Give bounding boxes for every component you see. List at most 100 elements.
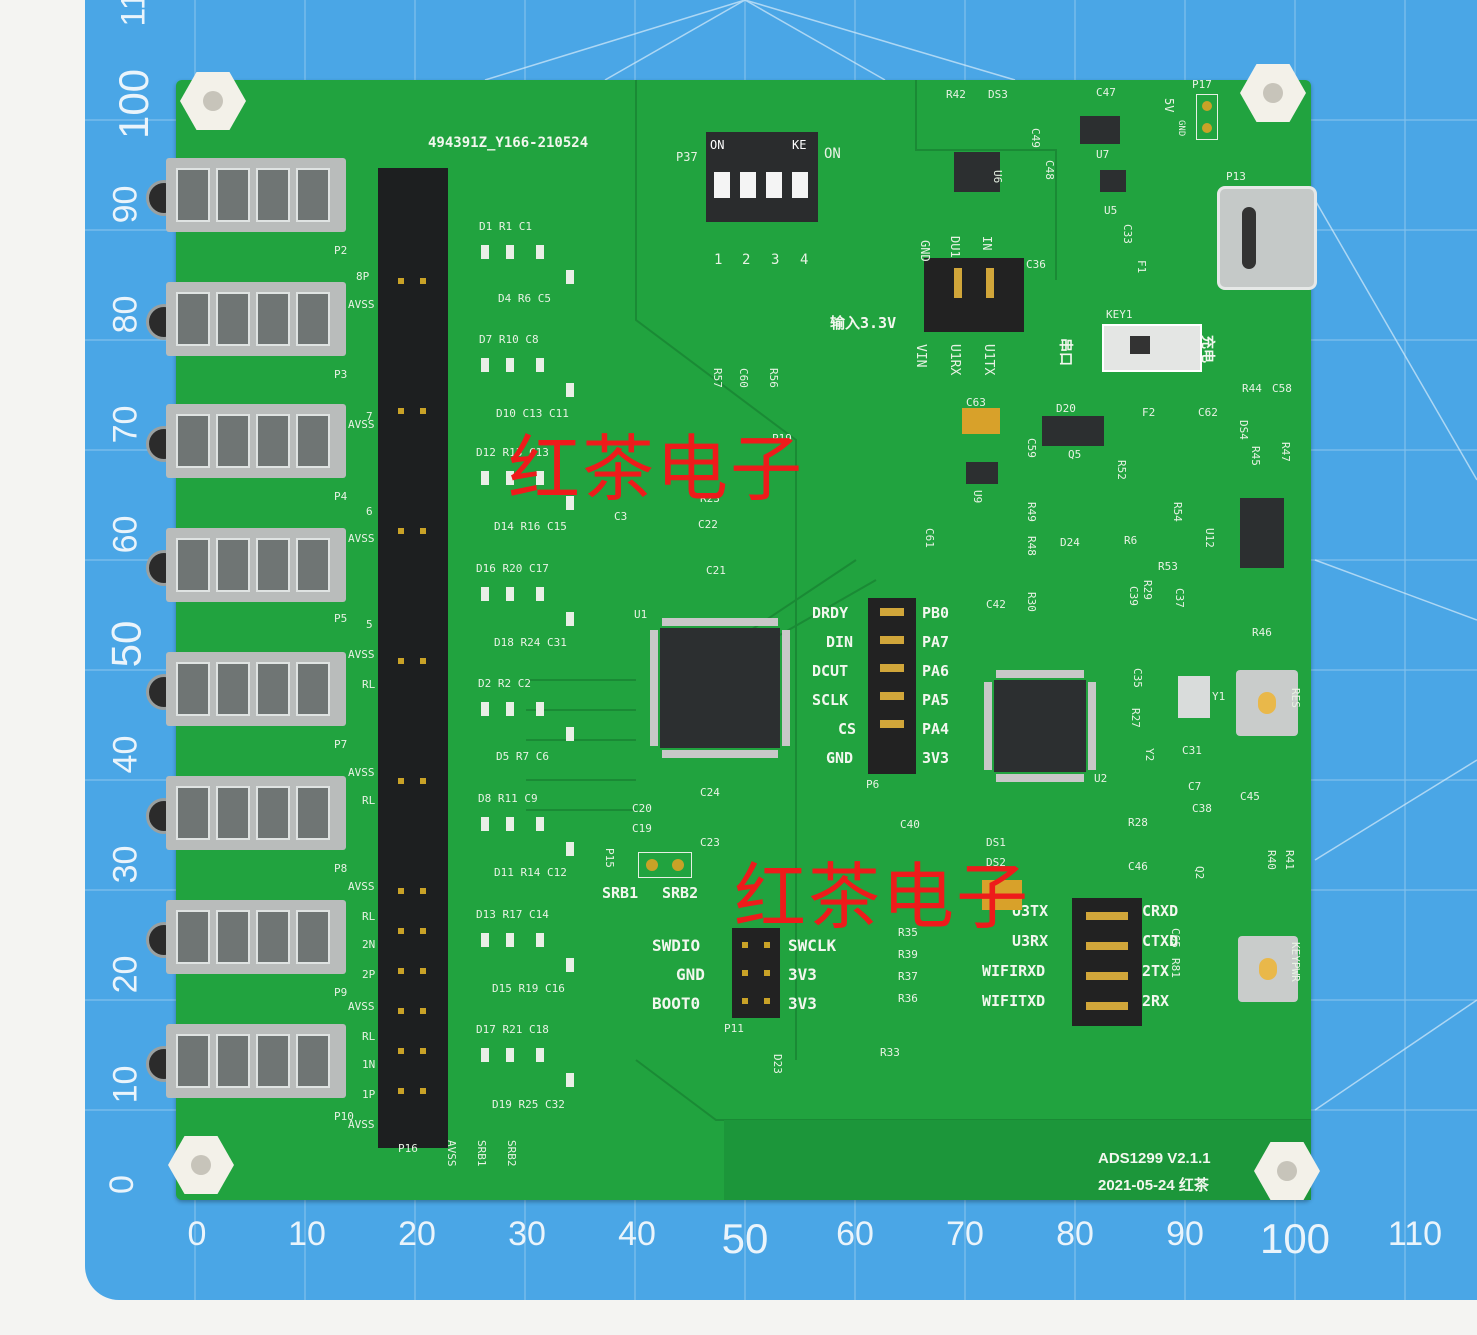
ic-u12 <box>1240 498 1284 568</box>
r57-ref: R57 <box>711 368 724 388</box>
c46-ref: C46 <box>1128 860 1148 873</box>
c31-ref: C31 <box>1182 744 1202 757</box>
ic-u9 <box>966 462 998 484</box>
ruler-x-90: 90 <box>1166 1215 1204 1253</box>
audio-jack-p10 <box>146 1024 346 1098</box>
r35-ref: R35 <box>898 926 918 939</box>
uart-label-2rx: 2RX <box>1142 992 1170 1010</box>
header-uart-power[interactable] <box>924 258 1024 332</box>
crystal-y1 <box>1178 676 1210 718</box>
dip-on-right: ON <box>824 146 841 162</box>
r45-ref: R45 <box>1249 446 1262 466</box>
ch5-refs-bottom: D5 R7 C6 <box>496 750 549 763</box>
u1-ref: U1 <box>634 608 648 621</box>
c61-ref: C61 <box>923 528 936 548</box>
ruler-x-50: 50 <box>721 1215 769 1262</box>
u2-pins <box>984 670 1096 782</box>
ch7-refs-bottom: D15 R19 C16 <box>492 982 565 995</box>
r29-ref: R29 <box>1141 580 1154 600</box>
usb-c-port[interactable] <box>1217 186 1317 290</box>
ch3-refs-top: D12 R13 C13 <box>476 446 549 459</box>
r39-ref: R39 <box>898 948 918 961</box>
audio-jack-p5 <box>146 528 346 602</box>
header-p6-jumpers <box>880 608 904 728</box>
header-uart-jumpers <box>1086 912 1128 1010</box>
hdr-label-8: AVSS <box>348 648 375 661</box>
ch7-refs-top: D13 R17 C14 <box>476 908 549 921</box>
r41-ref: R41 <box>1283 850 1296 870</box>
spi-label-drdy: DRDY <box>812 604 849 622</box>
ruler-y-20: 20 <box>106 955 145 994</box>
r54-ref: R54 <box>1171 502 1184 522</box>
header-p6[interactable] <box>868 598 916 774</box>
input-3v3-label: 输入3.3V <box>830 314 897 332</box>
vin-label: VIN <box>913 344 928 368</box>
u1rx-label: U1RX <box>947 344 962 376</box>
header-p16-pins <box>398 278 426 1094</box>
pcb-traces <box>526 80 1311 1200</box>
header-p11-pins <box>742 942 770 1004</box>
swd-label-swclk: SWCLK <box>788 936 837 955</box>
p19-ref: P19 <box>772 432 792 445</box>
jack-label-p3: P3 <box>334 368 348 381</box>
d20-ref: D20 <box>1056 402 1076 415</box>
c42-ref: C42 <box>986 598 1006 611</box>
dip-num-1: 1 <box>714 252 723 268</box>
audio-jack-p8 <box>146 776 346 850</box>
r28-ref: R28 <box>1128 816 1148 829</box>
header-p16 <box>378 168 448 1148</box>
hdr-label-14: 2N <box>362 938 376 951</box>
spi-label-3v3: 3V3 <box>922 749 950 767</box>
u1tx-label: U1TX <box>981 344 996 376</box>
uart-label-crxd: CRXD <box>1142 902 1179 920</box>
r47-ref: R47 <box>1279 442 1292 462</box>
dip-ref: P37 <box>676 150 698 164</box>
dut-du1-label: DU1 <box>948 236 962 258</box>
f1-ref: F1 <box>1135 260 1148 274</box>
mcu-chip-u2 <box>994 680 1086 772</box>
reset-button-cap[interactable] <box>1258 692 1276 714</box>
r40-ref: R40 <box>1265 850 1278 870</box>
r27-ref: R27 <box>1129 708 1142 728</box>
c62-ref: C62 <box>1198 406 1218 419</box>
jack-label-p2: P2 <box>334 244 348 257</box>
slide-switch-key1[interactable] <box>1102 324 1202 372</box>
ruler-x-10: 10 <box>288 1215 326 1253</box>
hdr-label-15: 2P <box>362 968 376 981</box>
p17-pads <box>1196 94 1218 140</box>
hdr-label-18: 1N <box>362 1058 376 1071</box>
srb2-bottom-label: SRB2 <box>505 1140 518 1167</box>
c21-ref: C21 <box>706 564 726 577</box>
hdr-label-4: AVSS <box>348 418 375 431</box>
ruler-y-100: 100 <box>110 68 158 140</box>
hdr-label-10: AVSS <box>348 766 375 779</box>
serial-label: 串口 <box>1057 338 1073 366</box>
hdr-label-1: 8P <box>356 270 370 283</box>
c63-ref: C63 <box>966 396 986 409</box>
swd-label-gnd: GND <box>676 965 705 984</box>
u12-ref: U12 <box>1203 528 1216 548</box>
res-ref: RES <box>1289 688 1302 708</box>
jack-label-p10: P10 <box>334 1110 354 1123</box>
d23-ref: D23 <box>771 1054 784 1074</box>
spi-label-din: DIN <box>826 633 854 651</box>
c37-ref: C37 <box>1173 588 1186 608</box>
c35-ref: C35 <box>1131 668 1144 688</box>
watermark-top: 红茶电子 <box>508 427 805 511</box>
part-number: 494391Z_Y166-210524 <box>428 135 589 151</box>
dip-on-left: ON <box>710 138 725 152</box>
p11-ref: P11 <box>724 1022 744 1035</box>
c3-ref: C3 <box>614 510 628 523</box>
srb-ref: P15 <box>603 848 616 868</box>
uart-label-2tx: 2TX <box>1142 962 1170 980</box>
power-button-cap[interactable] <box>1259 958 1277 980</box>
c22-ref: C22 <box>698 518 718 531</box>
c33-ref: C33 <box>1121 224 1134 244</box>
ruler-y-0: 0 <box>102 1175 141 1194</box>
header-p11[interactable] <box>732 928 780 1018</box>
y2-ref: Y2 <box>1143 748 1156 762</box>
ch6-refs-bottom: D11 R14 C12 <box>494 866 567 879</box>
slide-switch-knob[interactable] <box>1130 336 1150 354</box>
q2-ref: Q2 <box>1193 866 1206 880</box>
